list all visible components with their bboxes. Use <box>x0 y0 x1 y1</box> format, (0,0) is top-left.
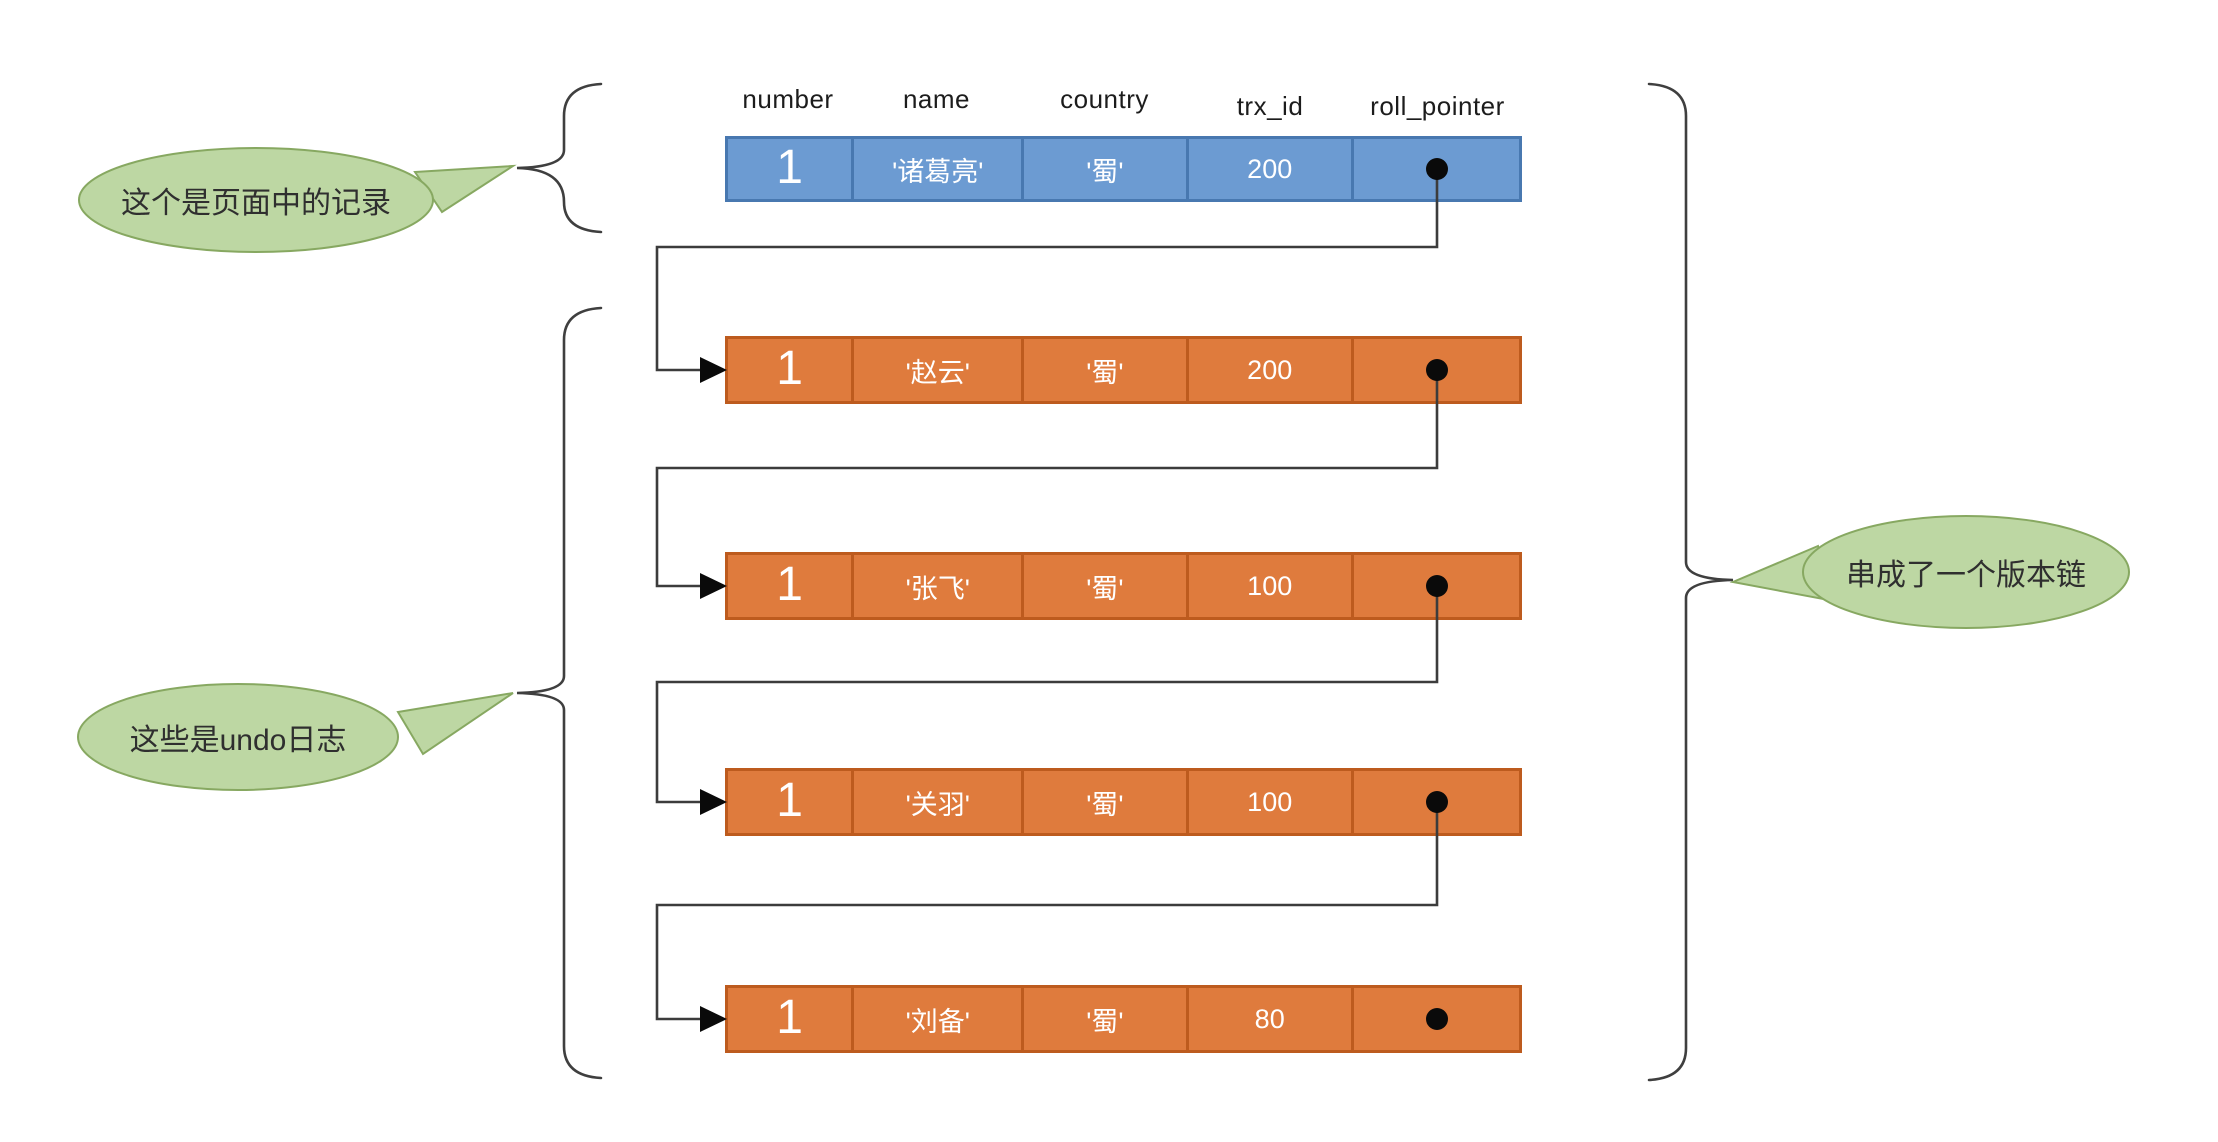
callout-tail-version-chain <box>1729 544 1836 603</box>
undo-log-3-roll-pointer-cell <box>1350 771 1519 833</box>
arrowhead-icon <box>700 573 727 599</box>
undo-log-2-trx-id: 100 <box>1185 555 1351 617</box>
callout-label-page-record: 这个是页面中的记录 <box>121 187 391 220</box>
undo-log-2-country: '蜀' <box>1021 555 1185 617</box>
undo-log-1-name: '赵云' <box>851 339 1021 401</box>
undo-log-4-roll-pointer-cell <box>1350 988 1519 1050</box>
column-header-name: name <box>902 83 971 114</box>
undo-log-4-number: 1 <box>776 990 803 1044</box>
column-header-roll-pointer: roll_pointer <box>1370 90 1505 121</box>
callout-bubbles <box>77 147 2130 791</box>
undo-log-2-roll-pointer-cell <box>1350 555 1519 617</box>
column-header-number: number <box>742 83 834 114</box>
column-header-trx-id: trx_id <box>1236 90 1304 121</box>
page-record-country: '蜀' <box>1021 139 1185 199</box>
undo-log-1-number: 1 <box>776 341 803 395</box>
undo-log-3-country: '蜀' <box>1021 771 1185 833</box>
undo-log-1-roll-pointer-cell <box>1350 339 1519 401</box>
callout-tail-undo-logs <box>396 692 514 756</box>
undo-log-2-number: 1 <box>776 557 803 611</box>
callout-tail-page-record <box>413 164 517 214</box>
page-record-trx-id: 200 <box>1185 139 1351 199</box>
undo-log-row-4: 1 '刘备' '蜀' 80 <box>725 985 1522 1053</box>
arrowhead-icon <box>700 789 727 815</box>
undo-log-4-name: '刘备' <box>851 988 1021 1050</box>
undo-log-2-name: '张飞' <box>851 555 1021 617</box>
undo-log-3-number: 1 <box>776 773 803 827</box>
left-brace-page-record <box>516 82 603 234</box>
page-record-name: '诸葛亮' <box>851 139 1021 199</box>
callout-label-undo-logs: 这些是undo日志 <box>129 724 347 757</box>
column-header-row: number name country trx_id roll_pointer <box>725 82 1522 121</box>
undo-log-row-3: 1 '关羽' '蜀' 100 <box>725 768 1522 836</box>
left-brace-undo-logs <box>516 306 603 1080</box>
undo-log-row-1: 1 '赵云' '蜀' 200 <box>725 336 1522 404</box>
arrowhead-icon <box>700 1006 727 1032</box>
callout-label-version-chain: 串成了一个版本链 <box>1846 559 2086 592</box>
undo-log-3-name: '关羽' <box>851 771 1021 833</box>
page-record-number: 1 <box>776 140 803 194</box>
undo-log-4-country: '蜀' <box>1021 988 1185 1050</box>
arrowhead-icon <box>700 357 727 383</box>
undo-log-row-2: 1 '张飞' '蜀' 100 <box>725 552 1522 620</box>
right-brace-version-chain <box>1647 82 1734 1082</box>
column-header-country: country <box>1060 83 1149 114</box>
page-record-roll-pointer-cell <box>1350 139 1519 199</box>
page-record-row: 1 '诸葛亮' '蜀' 200 <box>725 136 1522 202</box>
undo-log-4-trx-id: 80 <box>1185 988 1351 1050</box>
arrowheads <box>700 357 727 1032</box>
undo-log-3-trx-id: 100 <box>1185 771 1351 833</box>
undo-log-1-country: '蜀' <box>1021 339 1185 401</box>
undo-log-1-trx-id: 200 <box>1185 339 1351 401</box>
